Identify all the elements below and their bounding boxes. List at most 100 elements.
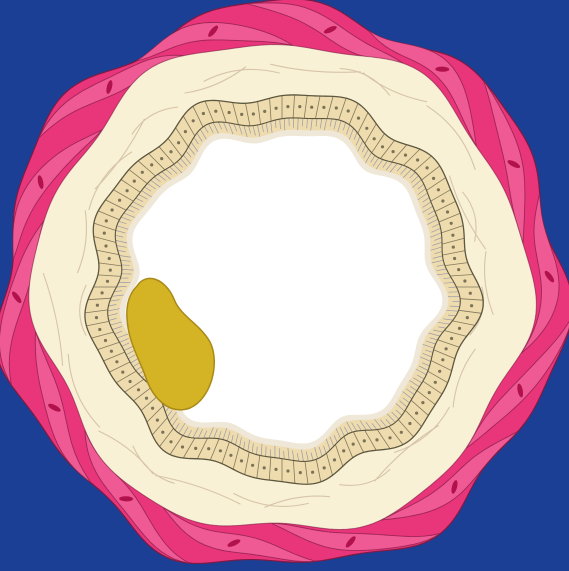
epithelial-nucleus	[229, 454, 232, 457]
epithelial-nucleus	[375, 438, 378, 441]
epithelial-nucleus	[106, 280, 109, 283]
epithelial-nucleus	[450, 222, 453, 225]
epithelial-nucleus	[104, 244, 107, 247]
epithelial-nucleus	[98, 328, 101, 331]
epithelial-nucleus	[115, 360, 118, 363]
epithelial-nucleus	[335, 106, 338, 109]
epithelial-nucleus	[121, 371, 124, 374]
epithelial-nucleus	[381, 145, 384, 148]
epithelial-nucleus	[252, 112, 255, 115]
epithelial-nucleus	[274, 468, 277, 471]
epithelial-nucleus	[432, 177, 435, 180]
epithelial-nucleus	[428, 391, 431, 394]
epithelial-nucleus	[169, 440, 172, 443]
epithelial-nucleus	[311, 471, 314, 474]
epithelial-nucleus	[150, 163, 153, 166]
epithelial-nucleus	[240, 459, 243, 462]
epithelial-nucleus	[408, 422, 411, 425]
epithelial-nucleus	[286, 469, 289, 472]
epithelial-nucleus	[437, 188, 440, 191]
epithelial-nucleus	[202, 112, 205, 115]
epithelial-nucleus	[263, 110, 266, 113]
epithelial-nucleus	[441, 358, 444, 361]
epithelial-nucleus	[207, 447, 210, 450]
epithelial-nucleus	[101, 291, 104, 294]
epithelial-nucleus	[126, 189, 129, 192]
epithelial-nucleus	[388, 436, 391, 439]
epithelial-nucleus	[365, 127, 368, 130]
epithelial-nucleus	[463, 279, 466, 282]
epithelial-nucleus	[214, 110, 217, 113]
epithelial-nucleus	[151, 407, 154, 410]
epithelial-nucleus	[298, 105, 301, 108]
epithelial-nucleus	[441, 199, 444, 202]
epithelial-nucleus	[452, 246, 455, 249]
epithelial-nucleus	[357, 117, 360, 120]
epithelial-nucleus	[95, 316, 98, 319]
cilium	[122, 265, 130, 266]
epithelial-nucleus	[104, 339, 107, 342]
epithelial-nucleus	[352, 443, 355, 446]
epithelial-nucleus	[103, 232, 106, 235]
epithelial-nucleus	[415, 412, 418, 415]
epithelial-nucleus	[133, 180, 136, 183]
epithelial-nucleus	[108, 257, 111, 260]
epithelial-nucleus	[466, 316, 469, 319]
epithelial-nucleus	[458, 327, 461, 330]
epithelial-nucleus	[404, 154, 407, 157]
epithelial-nucleus	[181, 445, 184, 448]
epithelial-nucleus	[240, 113, 243, 116]
epithelial-nucleus	[400, 431, 403, 434]
epithelial-nucleus	[177, 141, 180, 144]
epithelial-nucleus	[451, 234, 454, 237]
epithelial-nucleus	[156, 419, 159, 422]
epithelial-nucleus	[453, 257, 456, 260]
epithelial-nucleus	[184, 130, 187, 133]
epithelial-nucleus	[169, 150, 172, 153]
epithelial-nucleus	[445, 347, 448, 350]
epithelial-nucleus	[322, 106, 325, 109]
epithelial-nucleus	[363, 439, 366, 442]
epithelial-nucleus	[438, 370, 441, 373]
epithelial-nucleus	[434, 381, 437, 384]
epithelial-nucleus	[457, 268, 460, 271]
epithelial-nucleus	[219, 449, 222, 452]
epithelial-nucleus	[426, 166, 429, 169]
epithelial-nucleus	[310, 106, 313, 109]
epithelial-nucleus	[275, 107, 278, 110]
epithelial-nucleus	[342, 449, 345, 452]
epithelial-nucleus	[145, 397, 148, 400]
epithelial-nucleus	[299, 471, 302, 474]
cilium	[279, 448, 280, 458]
epithelial-nucleus	[129, 380, 132, 383]
epithelial-nucleus	[160, 157, 163, 160]
epithelial-nucleus	[118, 199, 121, 202]
epithelial-nucleus	[347, 109, 350, 112]
epithelial-nucleus	[105, 219, 108, 222]
epithelial-nucleus	[450, 337, 453, 340]
epithelial-nucleus	[333, 458, 336, 461]
epithelial-nucleus	[109, 269, 112, 272]
epithelial-nucleus	[323, 466, 326, 469]
epithelial-nucleus	[263, 466, 266, 469]
epithelial-nucleus	[392, 150, 395, 153]
epithelial-nucleus	[141, 171, 144, 174]
epithelial-nucleus	[137, 388, 140, 391]
epithelial-nucleus	[111, 208, 114, 211]
epithelial-nucleus	[96, 304, 99, 307]
epithelial-nucleus	[286, 105, 289, 108]
epithelial-nucleus	[421, 401, 424, 404]
epithelial-nucleus	[194, 447, 197, 450]
epithelial-nucleus	[416, 158, 419, 161]
epithelial-nucleus	[470, 304, 473, 307]
epithelial-nucleus	[228, 111, 231, 114]
cilium	[284, 118, 285, 130]
epithelial-nucleus	[192, 119, 195, 122]
epithelial-nucleus	[373, 137, 376, 140]
epithelial-nucleus	[251, 464, 254, 467]
epithelial-nucleus	[161, 431, 164, 434]
epithelial-nucleus	[469, 292, 472, 295]
cilium	[298, 118, 299, 130]
